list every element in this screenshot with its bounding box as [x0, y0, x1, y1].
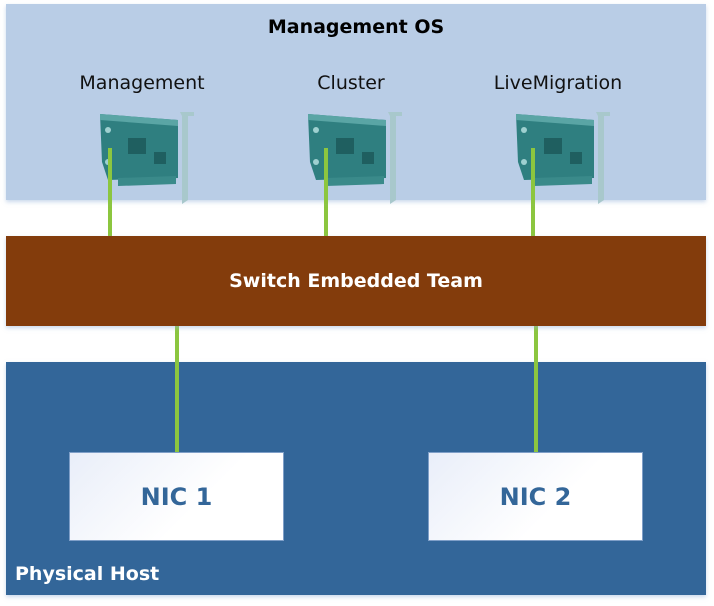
vnic-label: LiveMigration: [493, 72, 623, 94]
nic-1-label: NIC 1: [140, 482, 213, 511]
team-label: Switch Embedded Team: [229, 270, 483, 292]
vnic-label: Cluster: [317, 72, 385, 94]
nic-2-label: NIC 2: [499, 482, 572, 511]
link-management-card: [108, 148, 112, 204]
link-nic1: [175, 362, 179, 452]
physical-host-panel: NIC 1 NIC 2 Physical Host: [6, 362, 706, 595]
link-nic2: [534, 362, 538, 452]
nic-2[interactable]: NIC 2: [428, 452, 643, 541]
vnic-cluster[interactable]: Cluster: [251, 72, 451, 94]
link-cluster-card: [324, 148, 328, 204]
management-os-panel: Management OS Management Cluster LiveMig…: [6, 4, 706, 204]
management-os-title: Management OS: [267, 16, 445, 38]
network-card-icon: [308, 112, 402, 204]
switch-embedded-team[interactable]: Switch Embedded Team: [6, 236, 706, 326]
network-card-icon: [516, 112, 610, 204]
network-card-icon: [100, 112, 194, 204]
physical-host-label: Physical Host: [15, 563, 160, 585]
vnic-livemigration[interactable]: LiveMigration: [458, 72, 658, 94]
vnic-management[interactable]: Management: [42, 72, 242, 94]
vnic-label: Management: [79, 72, 205, 94]
link-livemigration-card: [531, 148, 535, 204]
nic-1[interactable]: NIC 1: [69, 452, 284, 541]
